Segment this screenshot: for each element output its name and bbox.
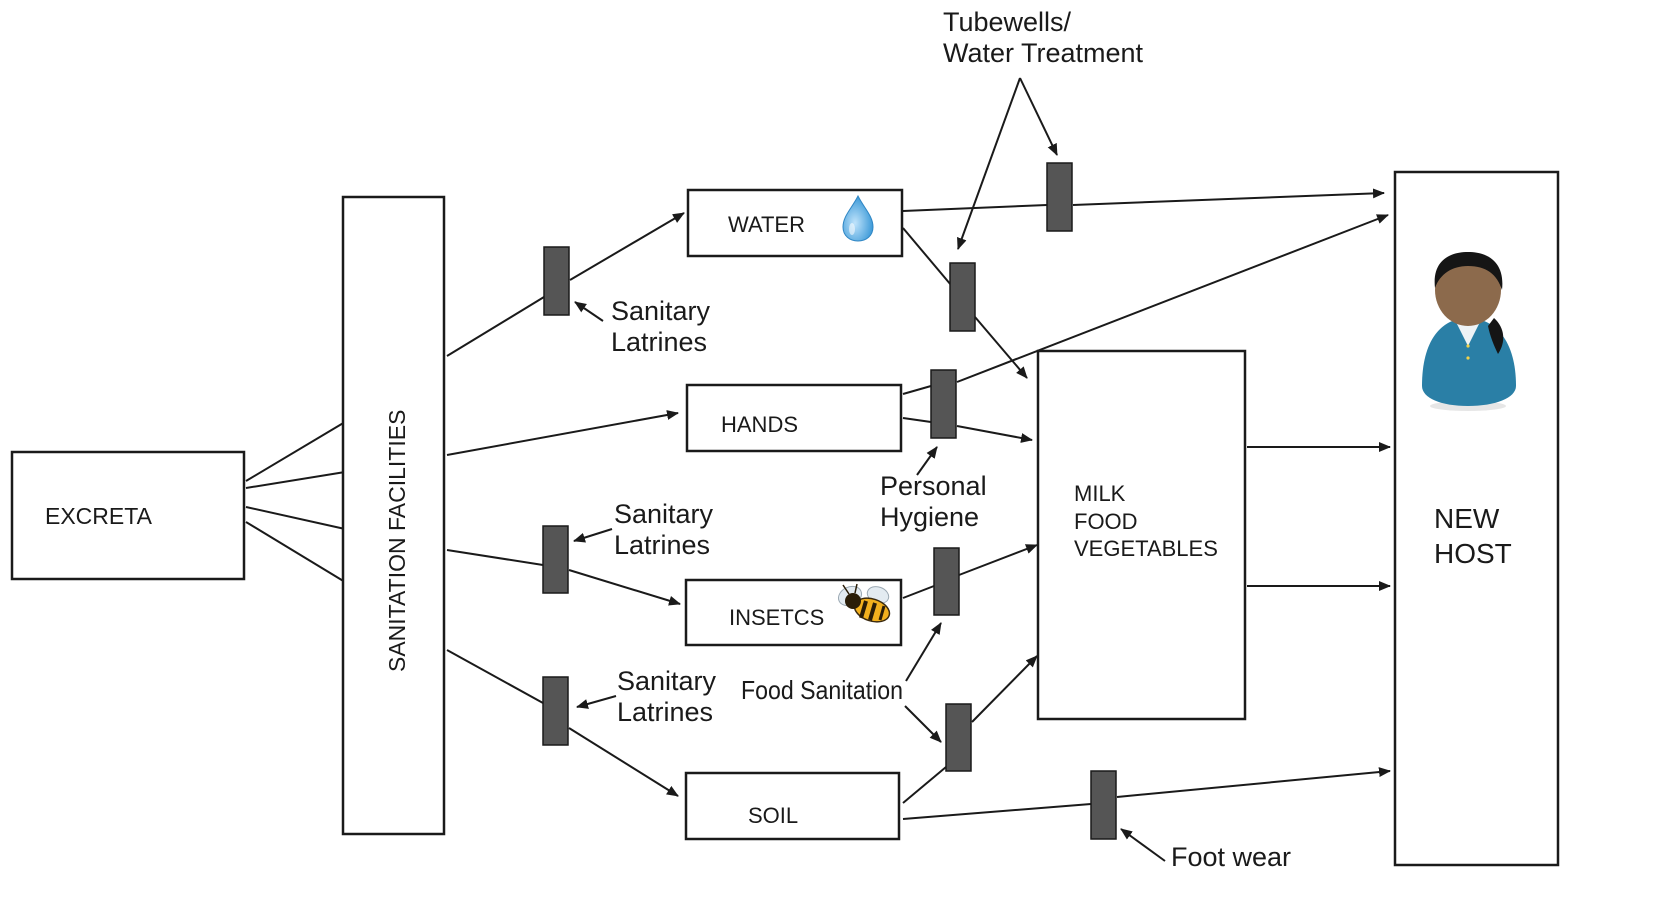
barrier-soil-food — [945, 703, 972, 772]
personal-hygiene-line1: Personal — [880, 471, 987, 501]
excreta-box: EXCRETA — [10, 450, 246, 581]
food-label: FOOD — [1074, 509, 1138, 534]
insects-label: INSETCS — [729, 605, 824, 630]
barrier-foot-wear — [1090, 770, 1117, 840]
water-drop-icon — [842, 194, 874, 242]
barrier-insects-food — [933, 547, 960, 616]
foot-wear-label: Foot wear — [1171, 842, 1291, 872]
sanitation-facilities-label: SANITATION FACILITIES — [384, 410, 410, 672]
vegetables-label: VEGETABLES — [1074, 536, 1218, 561]
sanitary-latrines-3-line2: Latrines — [617, 697, 713, 727]
water-treatment-label: Water Treatment — [943, 38, 1144, 68]
milk-food-vegetables-box: MILK FOOD VEGETABLES — [1036, 349, 1247, 721]
soil-box: SOIL — [684, 771, 901, 841]
arrows — [446, 188, 1391, 798]
barrier-personal-hygiene — [930, 369, 957, 439]
excreta-label: EXCRETA — [45, 503, 153, 529]
barriers — [542, 162, 1117, 840]
tubewells-label: Tubewells/ — [943, 7, 1072, 37]
connector-lines — [245, 204, 1092, 820]
host-label: HOST — [1434, 538, 1512, 569]
barrier-water-treatment — [1046, 162, 1073, 232]
person-icon — [1422, 252, 1516, 411]
barrier-latrines-insects — [542, 525, 569, 594]
barrier-latrines-water — [543, 246, 570, 316]
water-label: WATER — [728, 212, 805, 237]
barrier-water-food — [949, 262, 976, 332]
barrier-latrines-soil — [542, 676, 569, 746]
sanitary-latrines-1-line2: Latrines — [611, 327, 707, 357]
water-box: WATER — [686, 188, 904, 258]
food-sanitation-label: Food Sanitation — [741, 675, 903, 705]
sanitation-facilities-box: SANITATION FACILITIES — [341, 195, 446, 836]
sanitary-latrines-2-line2: Latrines — [614, 530, 710, 560]
sanitary-latrines-3-line1: Sanitary — [617, 666, 717, 696]
bee-icon — [837, 583, 891, 623]
milk-label: MILK — [1074, 481, 1126, 506]
new-label: NEW — [1434, 503, 1500, 534]
barrier-labels: Tubewells/ Water Treatment Sanitary Latr… — [611, 7, 1291, 872]
sanitary-latrines-1-line1: Sanitary — [611, 296, 711, 326]
soil-label: SOIL — [748, 803, 798, 828]
hands-label: HANDS — [721, 412, 798, 437]
personal-hygiene-line2: Hygiene — [880, 502, 979, 532]
sanitary-latrines-2-line1: Sanitary — [614, 499, 714, 529]
hands-box: HANDS — [685, 383, 903, 453]
label-pointers — [573, 77, 1166, 862]
